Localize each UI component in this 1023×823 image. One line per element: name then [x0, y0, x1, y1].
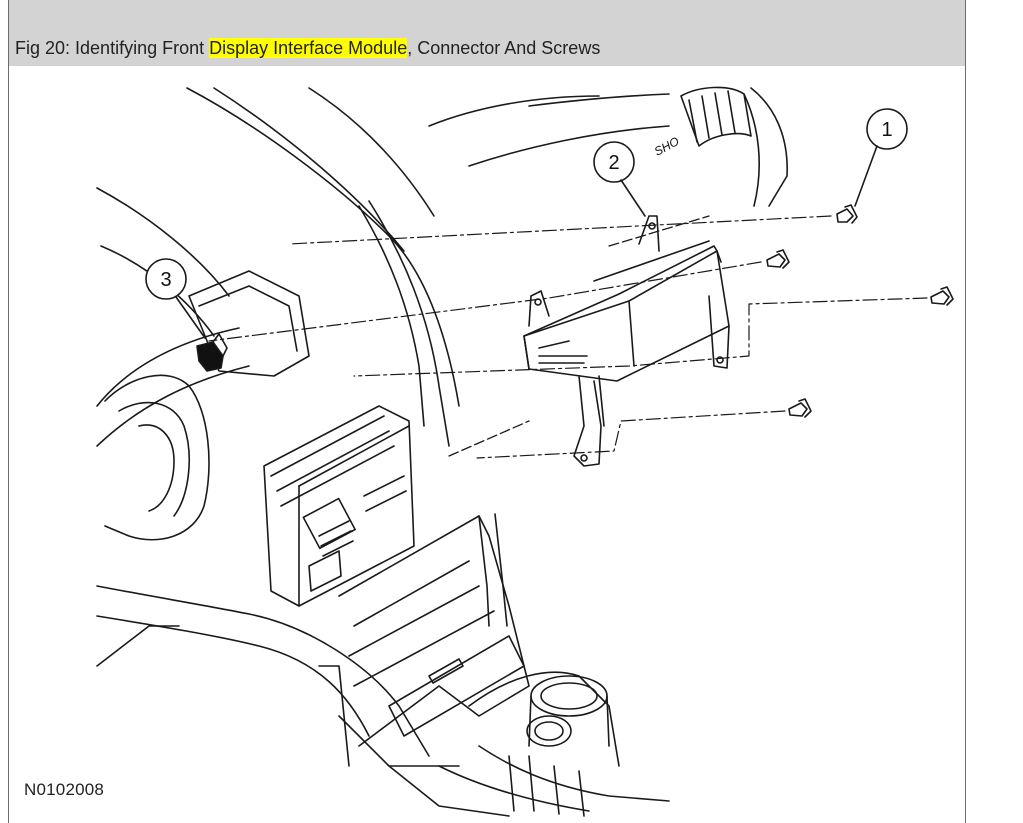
callout-3-label: 3	[160, 269, 171, 291]
caption-suffix: , Connector And Screws	[407, 38, 601, 58]
callout-1	[854, 108, 908, 207]
caption-prefix: Fig 20: Identifying Front	[15, 38, 210, 58]
callout-1-label: 1	[881, 119, 892, 141]
screws	[766, 204, 954, 418]
callout-2-label: 2	[608, 152, 619, 174]
leader-lines	[208, 215, 928, 459]
caption-bar: Fig 20: Identifying Front Display Interf…	[9, 0, 965, 66]
center-console	[318, 513, 530, 767]
caption-highlight: Display Interface Module	[209, 38, 408, 58]
shifter-area	[388, 671, 670, 817]
figure-frame: Fig 20: Identifying Front Display Interf…	[8, 0, 966, 823]
trim-badge-text: SHO	[652, 134, 682, 159]
diagram-area: 1 2 3 SHO	[9, 66, 965, 823]
air-vent	[680, 86, 788, 207]
connector	[196, 333, 228, 372]
display-interface-module	[523, 215, 730, 467]
figure-id: N0102008	[24, 780, 105, 799]
figure-caption: Fig 20: Identifying Front Display Interf…	[15, 38, 600, 59]
hidden-edges	[448, 215, 710, 457]
dashboard-diagram: 1 2 3 SHO	[96, 86, 954, 817]
instrument-cluster-hood	[104, 270, 310, 541]
callout-2	[593, 141, 646, 217]
callout-3	[145, 258, 206, 339]
radio-unit	[263, 405, 415, 607]
